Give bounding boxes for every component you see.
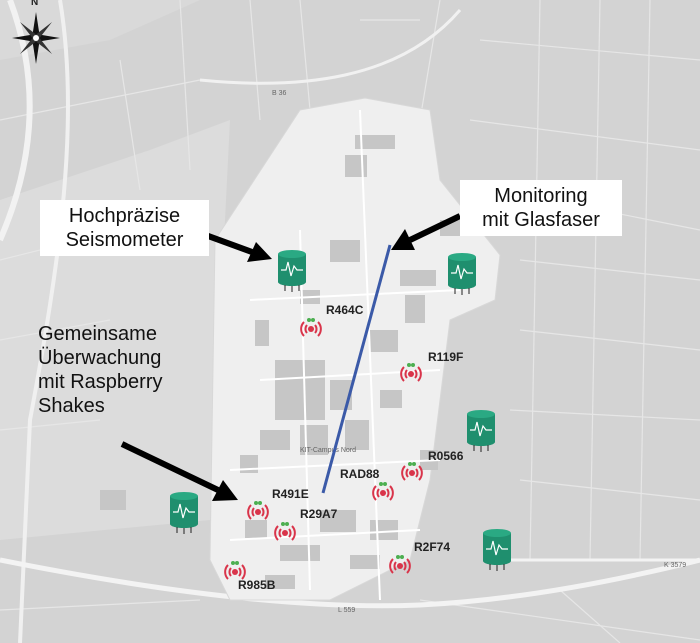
road-label-campus-nord: KIT-Campus Nord	[300, 447, 356, 454]
station-code: R491E	[272, 487, 309, 501]
road-label-l559: L 559	[338, 607, 355, 614]
raspberry-shake-icon	[224, 561, 246, 580]
compass-north-label: N	[31, 0, 39, 8]
label-seismometer: Hochpräzise Seismometer	[40, 200, 209, 256]
raspberry-shake-icon	[300, 318, 322, 337]
road-label-b36: B 36	[272, 90, 287, 97]
raspberry-shake-icon	[401, 462, 423, 481]
road-label-k3579: K 3579	[664, 562, 686, 569]
station-code: RAD88	[340, 467, 380, 481]
station-code: R29A7	[300, 507, 338, 521]
raspberry-shake-icon	[372, 482, 394, 501]
seismometer-icon	[278, 250, 306, 292]
arrow-fiber	[391, 213, 462, 250]
station-code: R985B	[238, 578, 276, 592]
seismometer-icon	[467, 410, 495, 452]
raspberry-shake-icon	[400, 363, 422, 382]
raspberry-shake-icon	[247, 501, 269, 520]
seismometer-icon	[170, 492, 198, 534]
compass-rose-icon	[12, 12, 60, 64]
label-raspberry-shakes: Gemeinsame Überwachung mit Raspberry Sha…	[38, 323, 163, 417]
seismometer-icon	[483, 529, 511, 571]
station-code: R119F	[428, 350, 464, 364]
label-fiber-monitoring: Monitoring mit Glasfaser	[460, 180, 622, 236]
station-code: R2F74	[414, 540, 451, 554]
arrow-raspberry	[120, 441, 238, 501]
station-code: R464C	[326, 303, 364, 317]
fiber-optic-line	[321, 244, 392, 494]
station-code: R0566	[428, 449, 464, 463]
raspberry-shake-icon	[389, 555, 411, 574]
raspberry-shake-icon	[274, 522, 296, 541]
seismometer-icon	[448, 253, 476, 295]
